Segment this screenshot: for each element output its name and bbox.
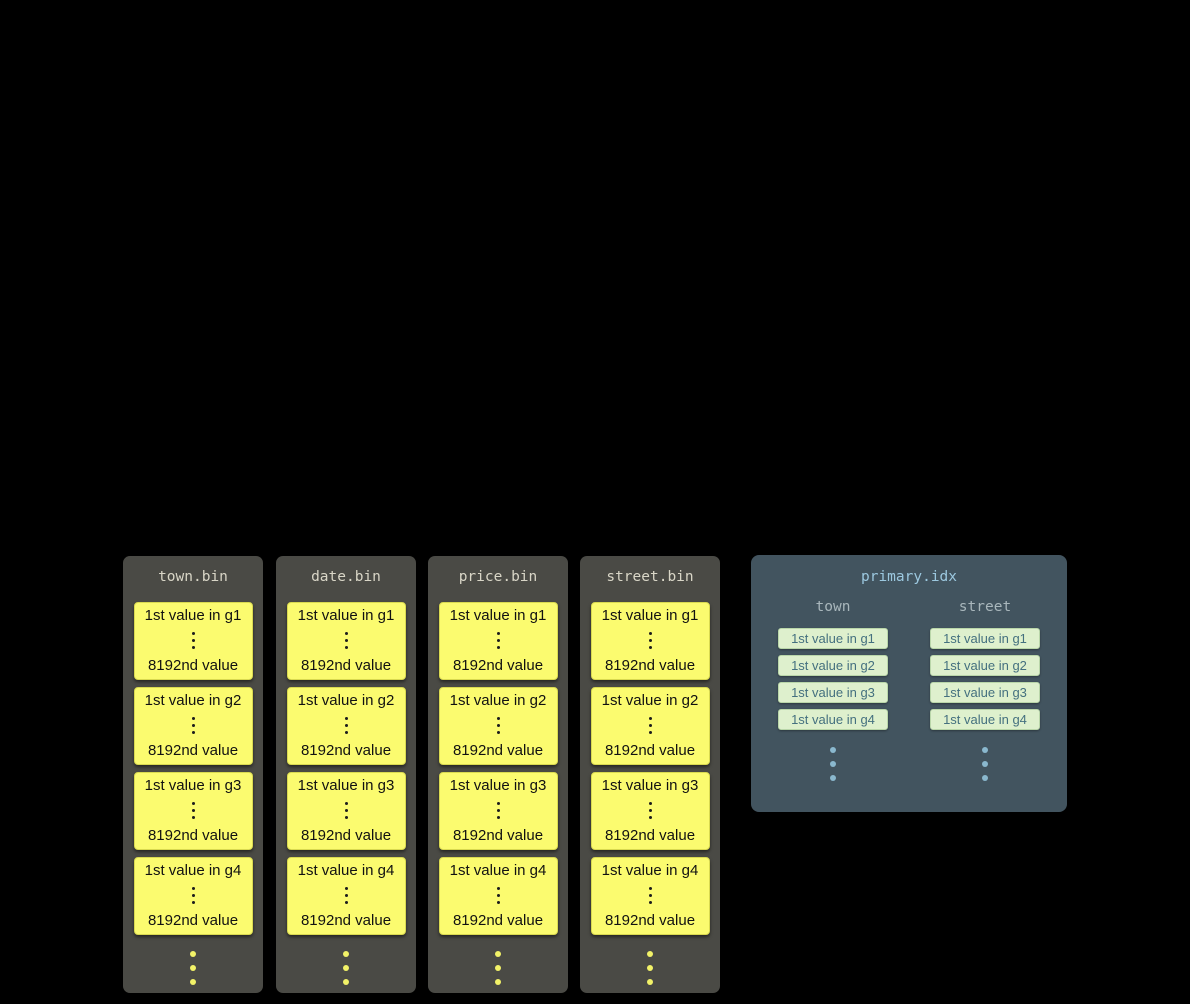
granule-first-value: 1st value in g2: [601, 692, 699, 709]
vertical-ellipsis-icon: [191, 885, 195, 906]
index-entry: 1st value in g3: [930, 682, 1040, 703]
granule-first-value: 1st value in g3: [449, 777, 547, 794]
more-entries-ellipsis-icon: [982, 743, 988, 785]
granule-last-value: 8192nd value: [300, 657, 392, 674]
granule-last-value: 8192nd value: [300, 912, 392, 929]
more-granules-ellipsis-icon: [343, 947, 349, 989]
granule-block: 1st value in g4 8192nd value: [590, 857, 710, 935]
vertical-ellipsis-icon: [191, 715, 195, 736]
granule-first-value: 1st value in g1: [144, 607, 242, 624]
granule-block: 1st value in g3 8192nd value: [286, 772, 406, 850]
index-column-label: street: [958, 599, 1012, 615]
granule-block: 1st value in g4 8192nd value: [438, 857, 558, 935]
granule-block: 1st value in g1 8192nd value: [590, 602, 710, 680]
granule-first-value: 1st value in g2: [449, 692, 547, 709]
bin-file-title: price.bin: [458, 569, 538, 585]
granule-first-value: 1st value in g3: [297, 777, 395, 794]
granule-first-value: 1st value in g3: [601, 777, 699, 794]
granule-first-value: 1st value in g1: [297, 607, 395, 624]
granule-block: 1st value in g3 8192nd value: [438, 772, 558, 850]
granule-block: 1st value in g1 8192nd value: [438, 602, 558, 680]
bin-file-price: price.bin 1st value in g1 8192nd value 1…: [428, 556, 568, 993]
vertical-ellipsis-icon: [191, 630, 195, 651]
more-granules-ellipsis-icon: [495, 947, 501, 989]
granule-last-value: 8192nd value: [452, 742, 544, 759]
granule-block: 1st value in g2 8192nd value: [590, 687, 710, 765]
bin-file-street: street.bin 1st value in g1 8192nd value …: [580, 556, 720, 993]
vertical-ellipsis-icon: [344, 630, 348, 651]
index-entry: 1st value in g2: [778, 655, 888, 676]
granule-last-value: 8192nd value: [147, 742, 239, 759]
vertical-ellipsis-icon: [496, 885, 500, 906]
vertical-ellipsis-icon: [648, 715, 652, 736]
index-entry: 1st value in g3: [778, 682, 888, 703]
granule-last-value: 8192nd value: [300, 827, 392, 844]
vertical-ellipsis-icon: [344, 800, 348, 821]
index-entry: 1st value in g2: [930, 655, 1040, 676]
granule-block: 1st value in g4 8192nd value: [133, 857, 253, 935]
primary-index-panel: primary.idx town 1st value in g1 1st val…: [751, 555, 1067, 812]
granule-block: 1st value in g2 8192nd value: [438, 687, 558, 765]
index-column-label: town: [815, 599, 851, 615]
index-column-town: town 1st value in g1 1st value in g2 1st…: [778, 599, 888, 785]
vertical-ellipsis-icon: [496, 800, 500, 821]
granule-last-value: 8192nd value: [147, 912, 239, 929]
granule-last-value: 8192nd value: [452, 827, 544, 844]
index-entry: 1st value in g4: [778, 709, 888, 730]
vertical-ellipsis-icon: [191, 800, 195, 821]
granule-last-value: 8192nd value: [604, 657, 696, 674]
granule-last-value: 8192nd value: [604, 912, 696, 929]
granule-last-value: 8192nd value: [452, 657, 544, 674]
granule-block: 1st value in g1 8192nd value: [133, 602, 253, 680]
bin-file-town: town.bin 1st value in g1 8192nd value 1s…: [123, 556, 263, 993]
granule-first-value: 1st value in g2: [144, 692, 242, 709]
vertical-ellipsis-icon: [648, 885, 652, 906]
granule-first-value: 1st value in g4: [144, 862, 242, 879]
granule-last-value: 8192nd value: [452, 912, 544, 929]
vertical-ellipsis-icon: [344, 885, 348, 906]
granule-block: 1st value in g3 8192nd value: [133, 772, 253, 850]
index-entry: 1st value in g1: [778, 628, 888, 649]
granule-first-value: 1st value in g4: [601, 862, 699, 879]
granule-first-value: 1st value in g2: [297, 692, 395, 709]
granule-last-value: 8192nd value: [147, 827, 239, 844]
granule-last-value: 8192nd value: [604, 827, 696, 844]
granule-block: 1st value in g3 8192nd value: [590, 772, 710, 850]
granule-first-value: 1st value in g1: [601, 607, 699, 624]
granule-first-value: 1st value in g1: [449, 607, 547, 624]
bin-file-title: street.bin: [606, 569, 694, 585]
vertical-ellipsis-icon: [496, 630, 500, 651]
granule-first-value: 1st value in g4: [449, 862, 547, 879]
granule-last-value: 8192nd value: [604, 742, 696, 759]
granule-last-value: 8192nd value: [147, 657, 239, 674]
vertical-ellipsis-icon: [344, 715, 348, 736]
vertical-ellipsis-icon: [496, 715, 500, 736]
vertical-ellipsis-icon: [648, 630, 652, 651]
bin-file-title: town.bin: [158, 569, 228, 585]
more-granules-ellipsis-icon: [647, 947, 653, 989]
index-column-street: street 1st value in g1 1st value in g2 1…: [930, 599, 1040, 785]
index-entry: 1st value in g4: [930, 709, 1040, 730]
granule-last-value: 8192nd value: [300, 742, 392, 759]
more-granules-ellipsis-icon: [190, 947, 196, 989]
granule-first-value: 1st value in g4: [297, 862, 395, 879]
primary-index-columns: town 1st value in g1 1st value in g2 1st…: [778, 599, 1040, 785]
vertical-ellipsis-icon: [648, 800, 652, 821]
bin-file-title: date.bin: [311, 569, 381, 585]
more-entries-ellipsis-icon: [830, 743, 836, 785]
granule-block: 1st value in g2 8192nd value: [286, 687, 406, 765]
granule-block: 1st value in g4 8192nd value: [286, 857, 406, 935]
granule-block: 1st value in g2 8192nd value: [133, 687, 253, 765]
granule-first-value: 1st value in g3: [144, 777, 242, 794]
index-entry: 1st value in g1: [930, 628, 1040, 649]
bin-file-date: date.bin 1st value in g1 8192nd value 1s…: [276, 556, 416, 993]
primary-index-title: primary.idx: [860, 569, 958, 585]
granule-block: 1st value in g1 8192nd value: [286, 602, 406, 680]
